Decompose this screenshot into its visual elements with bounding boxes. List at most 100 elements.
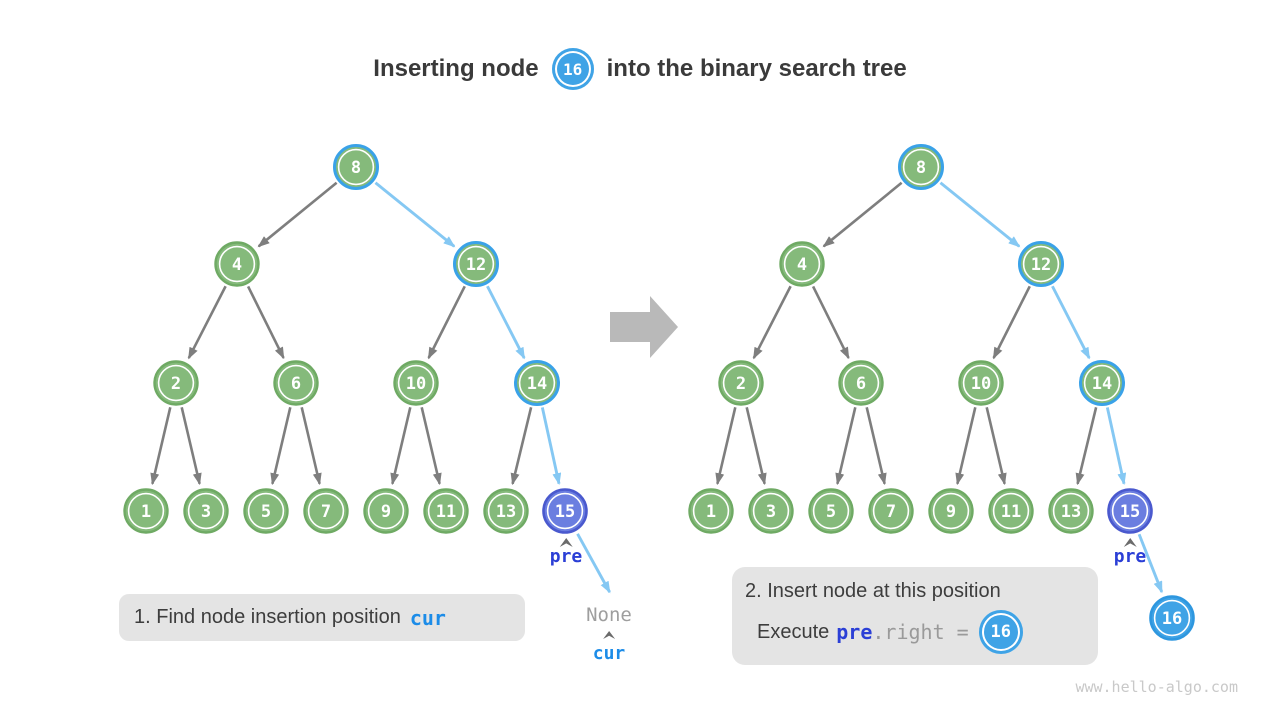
caption-node-value: 16	[990, 622, 1011, 642]
title-node-value: 16	[562, 59, 583, 79]
up-caret-icon	[559, 538, 573, 547]
title-node-badge: 16	[551, 48, 594, 90]
up-caret-icon	[602, 631, 615, 639]
tree-node-12: 12	[453, 241, 499, 287]
tree-node-value: 3	[201, 502, 211, 522]
tree-node-7: 7	[303, 488, 349, 534]
tree-node-13: 13	[483, 488, 529, 534]
none-label: None	[586, 604, 632, 626]
tree-node-value: 11	[436, 502, 456, 522]
tree-edge	[985, 407, 1007, 486]
tree-edge	[420, 407, 442, 486]
tree-node-value: 8	[351, 158, 361, 178]
up-caret-icon	[1123, 538, 1137, 547]
tree-edge	[540, 407, 562, 486]
tree-node-1: 1	[123, 488, 169, 534]
tree-node-5: 5	[808, 488, 854, 534]
tree-node-6: 6	[273, 360, 319, 406]
tree-node-value: 9	[946, 502, 956, 522]
tree-edge	[150, 407, 172, 486]
tree-edge	[865, 407, 887, 486]
tree-node-value: 6	[856, 374, 866, 394]
tree-edge	[1105, 407, 1127, 486]
tree-node-value: 16	[1162, 609, 1182, 629]
cur-pointer: None cur	[586, 606, 632, 663]
caption-step2-line1: 2. Insert node at this position	[745, 580, 1001, 602]
tree-edge	[955, 407, 977, 486]
tree-node-2: 2	[718, 360, 764, 406]
tree-node-15: 15	[542, 488, 588, 534]
title-prefix: Inserting node	[373, 55, 539, 82]
tree-edge	[390, 407, 412, 486]
tree-edge	[752, 285, 792, 360]
tree-node-10: 10	[393, 360, 439, 406]
caption-step1-text: 1. Find node insertion position	[134, 606, 401, 628]
tree-edge	[811, 285, 850, 360]
tree-node-14: 14	[514, 360, 560, 406]
tree-node-value: 11	[1001, 502, 1021, 522]
tree-node-value: 4	[797, 255, 807, 275]
tree-node-value: 15	[555, 502, 575, 522]
tree-node-8: 8	[333, 144, 379, 190]
tree-node-value: 12	[466, 255, 486, 275]
tree-edge	[939, 181, 1021, 248]
tree-edge	[300, 407, 322, 486]
tree-node-value: 9	[381, 502, 391, 522]
watermark: www.hello-algo.com	[1075, 678, 1238, 696]
tree-edge	[510, 406, 533, 486]
cur-label: cur	[592, 643, 626, 664]
tree-node-value: 7	[886, 502, 896, 522]
caption-step2: 2. Insert node at this position Execute …	[732, 567, 1098, 665]
caption-step1-code-cur: cur	[409, 605, 446, 630]
tree-node-value: 13	[496, 502, 516, 522]
tree-edge	[715, 407, 737, 486]
tree-node-value: 15	[1120, 502, 1140, 522]
tree-node-3: 3	[748, 488, 794, 534]
tree-edge	[835, 407, 857, 486]
tree-node-value: 6	[291, 374, 301, 394]
tree-edge	[576, 533, 611, 594]
pre-pointer-right: pre	[1113, 538, 1147, 567]
tree-edge	[992, 285, 1031, 360]
tree-node-8: 8	[898, 144, 944, 190]
tree-node-value: 5	[826, 502, 836, 522]
caption-step2-line2: Execute pre .right = 16	[757, 610, 1098, 654]
pre-label: pre	[1113, 546, 1147, 567]
caption-step1: 1. Find node insertion position cur	[119, 594, 525, 641]
tree-edge	[180, 407, 202, 486]
pre-pointer-left: pre	[549, 538, 583, 567]
tree-node-value: 3	[766, 502, 776, 522]
tree-node-3: 3	[183, 488, 229, 534]
tree-edge	[246, 285, 285, 360]
tree-node-value: 10	[971, 374, 991, 394]
tree-node-15: 15	[1107, 488, 1153, 534]
tree-edge	[1137, 533, 1164, 594]
tree-node-value: 4	[232, 255, 242, 275]
tree-node-value: 1	[141, 502, 151, 522]
tree-node-value: 14	[527, 374, 547, 394]
tree-node-2: 2	[153, 360, 199, 406]
tree-node-6: 6	[838, 360, 884, 406]
tree-edge	[257, 181, 338, 248]
transition-arrow	[610, 296, 678, 358]
tree-node-value: 13	[1061, 502, 1081, 522]
caption-step2-code-pre: pre	[836, 620, 873, 644]
tree-edge	[486, 285, 526, 360]
tree-edge	[374, 181, 456, 248]
tree-node-value: 10	[406, 374, 426, 394]
tree-node-11: 11	[988, 488, 1034, 534]
tree-node-1: 1	[688, 488, 734, 534]
tree-node-value: 2	[736, 374, 746, 394]
tree-node-13: 13	[1048, 488, 1094, 534]
tree-edge	[187, 285, 227, 360]
pre-label: pre	[549, 546, 583, 567]
tree-node-14: 14	[1079, 360, 1125, 406]
tree-edge	[1075, 406, 1098, 486]
tree-node-4: 4	[214, 241, 260, 287]
tree-edge	[270, 407, 292, 486]
tree-edge	[1051, 285, 1091, 360]
tree-node-16: 16	[1149, 595, 1195, 641]
tree-node-value: 2	[171, 374, 181, 394]
